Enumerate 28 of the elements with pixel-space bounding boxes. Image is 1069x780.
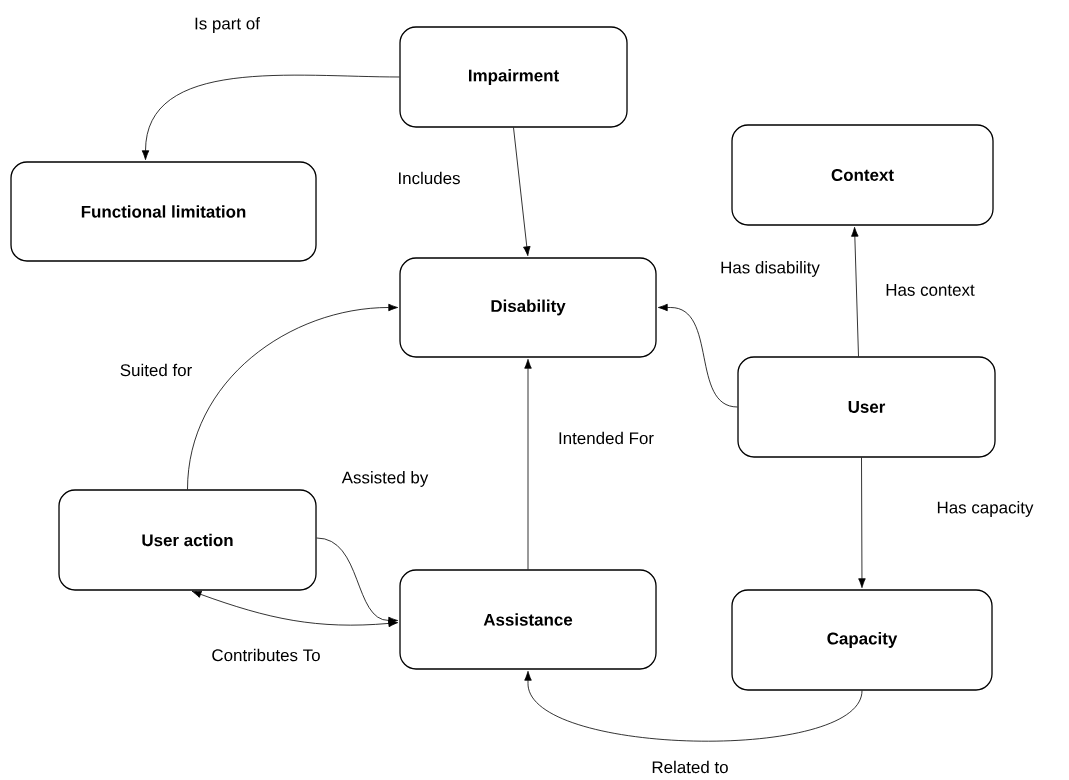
edge-label: Includes	[396, 170, 462, 186]
arrow	[141, 74, 400, 161]
concept-box: User action	[58, 489, 317, 591]
edge-label: Suited for	[118, 362, 194, 378]
concept-box: Functional limitation	[10, 161, 317, 262]
edge-label: Intended For	[557, 430, 655, 446]
concept-box: User	[737, 356, 996, 458]
arrow	[316, 537, 399, 625]
arrow	[524, 358, 532, 570]
edge-label: Has capacity	[935, 500, 1035, 518]
arrow	[187, 303, 399, 490]
arrow	[851, 226, 859, 357]
concept-box: Assistance	[399, 569, 657, 670]
edge-label: Has disability	[719, 260, 821, 278]
arrow	[191, 590, 399, 628]
arrow	[657, 303, 738, 408]
edge-label: Has context	[884, 283, 976, 297]
edge-label: Assisted by	[340, 470, 430, 488]
concept-box: Impairment	[399, 26, 628, 128]
concept-box: Capacity	[731, 589, 993, 691]
concept-box: Disability	[399, 257, 657, 358]
arrow	[524, 670, 863, 742]
edge-label: Contributes To	[210, 647, 322, 663]
edge-label: Related to	[650, 759, 730, 775]
arrow	[858, 457, 866, 589]
arrow	[513, 127, 531, 257]
edge-label: Is part of	[193, 16, 261, 34]
concept-box: Context	[731, 124, 994, 226]
